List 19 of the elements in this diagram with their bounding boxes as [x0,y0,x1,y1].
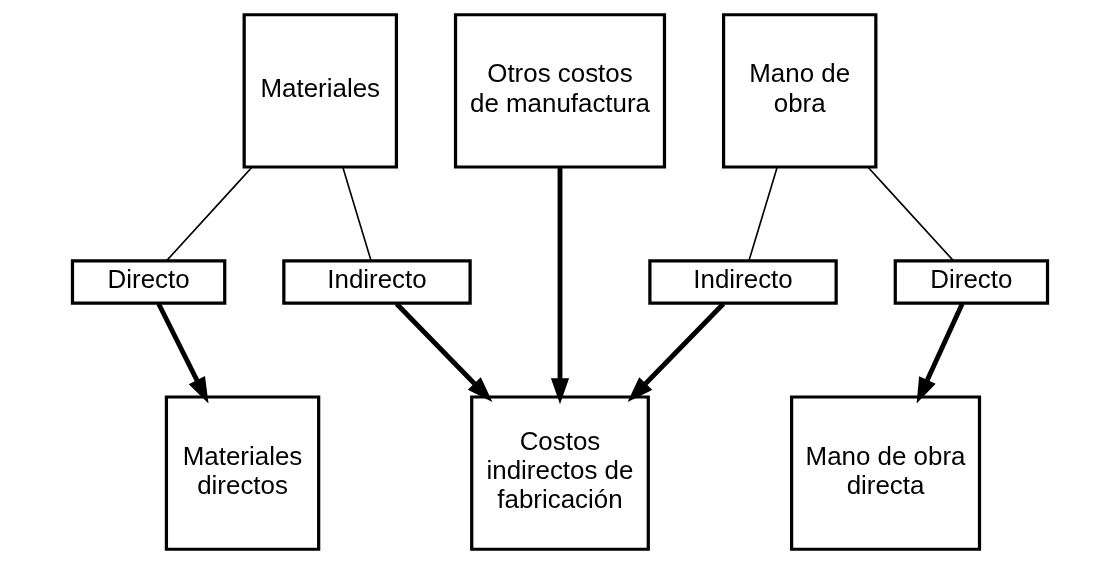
node-box: Otros costos de manufactura [453,13,666,169]
arrow [550,167,569,405]
node-box: Directo [893,259,1049,305]
connector [341,166,372,262]
node-box: Mano de obra directa [789,395,981,551]
node-box: Materiales directos [164,395,320,551]
node-box: Directo [70,259,226,305]
node-box: Costos indirectos de fabricación [469,395,650,551]
arrow [627,302,725,403]
connector [165,166,253,262]
node-box: Mano de obra [721,13,877,169]
arrow [394,302,492,403]
node-box: Indirecto [281,259,472,305]
connector [747,166,778,262]
arrow [156,302,208,404]
connector [866,166,954,262]
node-box: Materiales [242,13,398,169]
node-box: Indirecto [647,259,838,305]
arrow [916,302,964,404]
